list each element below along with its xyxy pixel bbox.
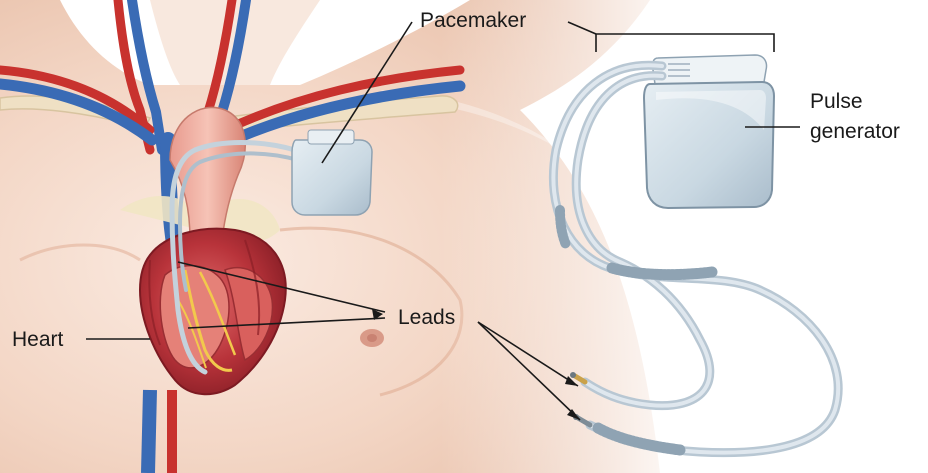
pacemaker-label: Pacemaker <box>420 9 526 32</box>
heart-label: Heart <box>12 328 64 351</box>
implanted-pacemaker <box>292 130 372 215</box>
leads-label: Leads <box>398 306 455 329</box>
pulse-generator-label-line1: Pulse <box>810 90 863 113</box>
pulse-generator-label-line2: generator <box>810 120 900 143</box>
